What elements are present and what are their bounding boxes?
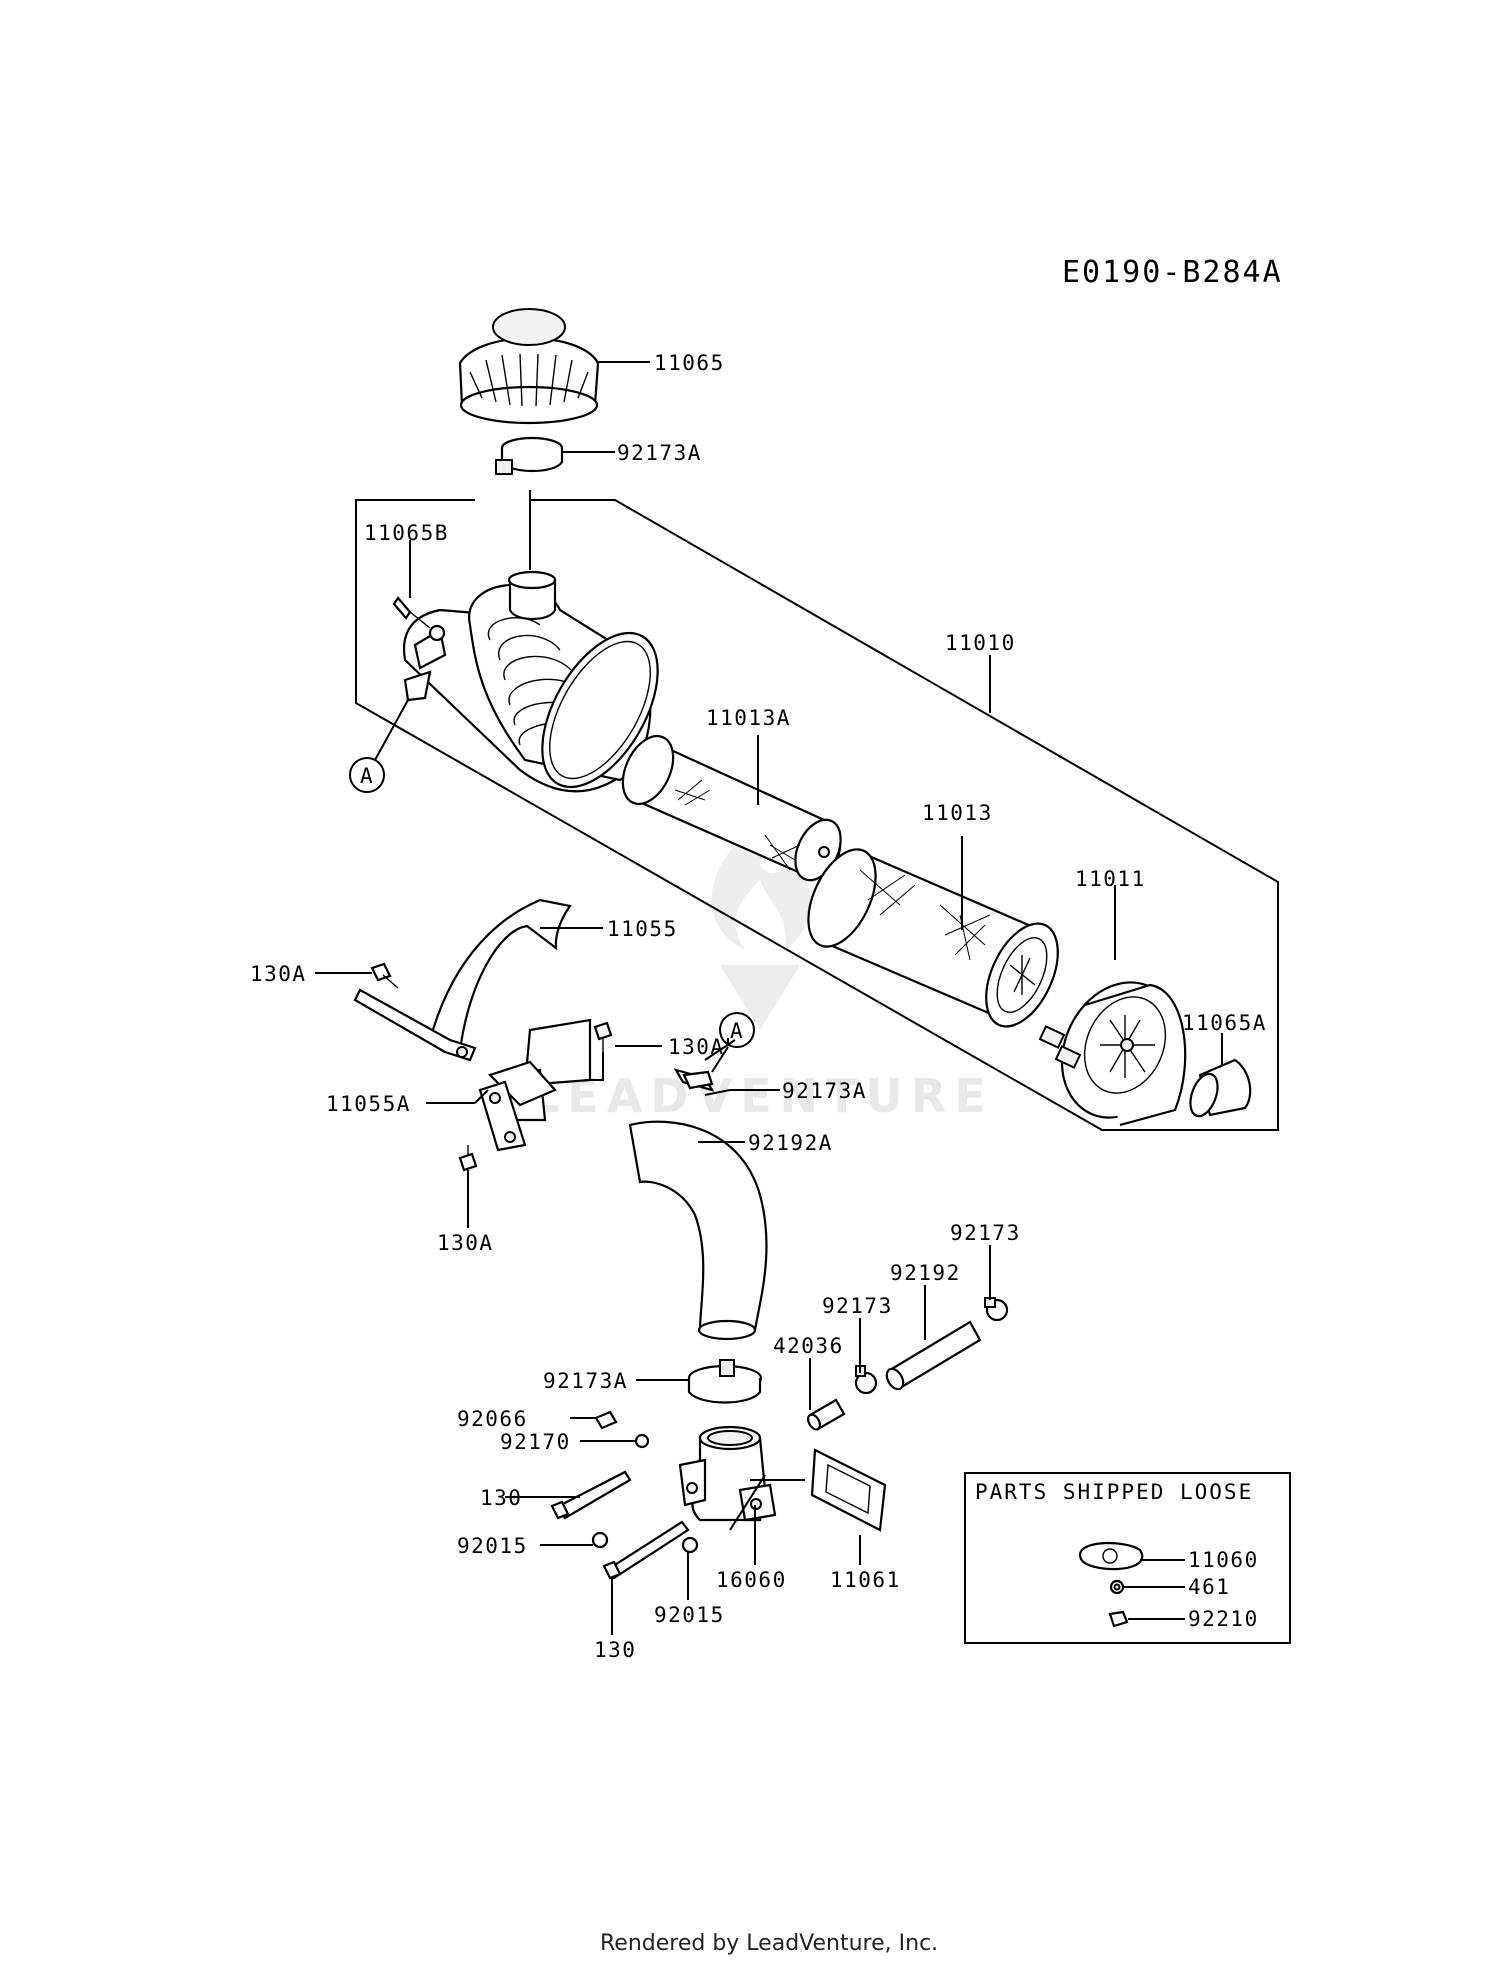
clamp-92173a-top [495,436,564,475]
label-461: 461 [1188,1575,1230,1599]
bolt-130a-bottom [458,1145,478,1172]
callout-11010: 11010 [945,631,1016,655]
footer-credit: Rendered by LeadVenture, Inc. [600,1931,938,1956]
diagram-code: E0190-B284A [1062,255,1283,290]
assembly-frame [355,499,1279,1131]
callout-11013: 11013 [922,801,993,825]
cap-11065 [458,308,600,425]
callout-92173-mid: 92173 [822,1294,893,1318]
callout-92173a-top: 92173A [617,441,702,465]
callout-11065b: 11065B [364,521,449,545]
nut-92015-bottom [681,1536,699,1554]
callout-11065a: 11065A [1182,1011,1267,1035]
callout-92015-left: 92015 [457,1534,528,1558]
callout-92015-bottom: 92015 [654,1603,725,1627]
callout-11011: 11011 [1075,867,1146,891]
clamp-92173-right [984,1297,1009,1322]
callout-92192: 92192 [890,1261,961,1285]
end-cap-11011 [1038,981,1187,1127]
bolt-130a-mid [593,1021,613,1052]
pipe-42036 [807,1398,846,1431]
callout-130a-mid: 130A [668,1035,725,1059]
ref-marker-a-left: A [349,699,409,793]
callout-130-bottom: 130 [594,1638,636,1662]
gasket-11061 [810,1448,887,1532]
ref-marker-a-mid: A [711,1012,755,1073]
clamp-92170 [634,1433,650,1449]
callout-130a-left: 130A [250,962,307,986]
callout-11013a: 11013A [706,706,791,730]
hose-92192 [885,1320,982,1391]
callout-92192a: 92192A [748,1131,833,1155]
air-cleaner-body [402,570,659,793]
parts-shipped-loose-box: PARTS SHIPPED LOOSE 11060 461 92210 [964,1472,1291,1644]
hose-92192a [628,1120,768,1341]
watermark-text: LEADVENTURE [530,1069,994,1123]
callout-16060: 16060 [716,1568,787,1592]
leadventure-watermark: LEADVENTURE [530,841,994,1123]
bracket-11055a [478,1060,557,1152]
plug-92066 [594,1410,618,1430]
nut-92015-left [591,1531,609,1549]
parts-box-title: PARTS SHIPPED LOOSE [975,1480,1253,1504]
label-92210: 92210 [1188,1607,1259,1631]
callout-11055a: 11055A [326,1092,411,1116]
callout-130a-bottom: 130A [437,1231,494,1255]
elbow-16060 [678,1425,777,1522]
callout-92066: 92066 [457,1407,528,1431]
label-11060: 11060 [1188,1548,1259,1572]
callout-92173-right: 92173 [950,1221,1021,1245]
callout-92170: 92170 [500,1430,571,1454]
outer-filter-11013 [807,848,1059,1028]
svg-text:A: A [360,764,374,788]
callout-11065: 11065 [654,351,725,375]
callout-11055: 11055 [607,917,678,941]
leader-lines [315,361,1223,1635]
callout-92173a-low: 92173A [543,1369,628,1393]
clamp-92173a-mid [673,1068,715,1092]
bolt-130-bottom [602,1520,690,1580]
bolt-130a-left [370,962,399,989]
callout-42036: 42036 [773,1334,844,1358]
svg-text:A: A [730,1019,744,1043]
callout-130-left: 130 [480,1486,522,1510]
evacuator-11065a [1189,1058,1252,1118]
callout-92173a-mid: 92173A [782,1079,867,1103]
bolt-130-left [550,1470,632,1520]
callout-labels: 11065 92173A 11065B 11010 11013A 11013 1… [250,351,1267,1662]
valve-11065b [392,596,446,642]
callout-11061: 11061 [830,1568,901,1592]
clamp-92173a-low [687,1359,763,1404]
